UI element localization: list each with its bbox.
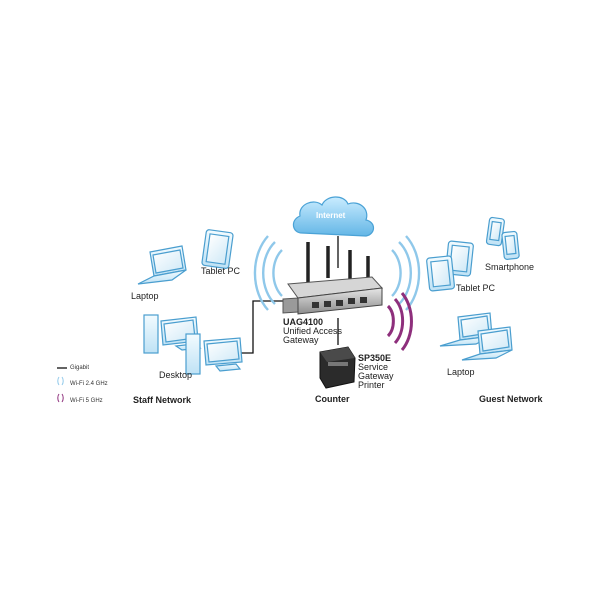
guest-network-label: Guest Network (479, 394, 543, 404)
printer-line1-label: Service (358, 362, 389, 372)
printer-device-icon (319, 346, 356, 389)
guest-smartphone-label: Smartphone (485, 262, 535, 272)
staff-tablet-icon (201, 229, 234, 269)
legend-row-wifi5: Wi-Fi 5 GHz (55, 396, 125, 408)
wifi-5ghz-icon (386, 292, 413, 351)
internet-label: Internet (316, 211, 346, 220)
legend-wifi24-label: Wi-Fi 2.4 GHz (70, 381, 108, 387)
wifi-24ghz-left-icon (253, 235, 283, 311)
legend-row-wifi24: Wi-Fi 2.4 GHz (55, 379, 125, 391)
gateway-line2-label: Gateway (283, 335, 319, 345)
guest-smartphone-icon (485, 216, 520, 260)
link-staff-gateway (240, 300, 283, 354)
staff-network-label: Staff Network (133, 395, 192, 405)
legend-wifi5-icon (57, 393, 64, 403)
guest-laptop-label: Laptop (447, 367, 475, 377)
staff-desktop-icon (143, 314, 243, 375)
legend-wifi24-icon (57, 376, 64, 386)
staff-tablet-label: Tablet PC (201, 266, 241, 276)
gateway-device-icon (282, 242, 384, 315)
guest-tablet-icon (426, 240, 474, 292)
gateway-model-label: UAG4100 (283, 317, 324, 327)
guest-tablet-label: Tablet PC (456, 283, 496, 293)
printer-line3-label: Printer (358, 380, 385, 390)
staff-laptop-icon (137, 245, 187, 285)
counter-label: Counter (315, 394, 350, 404)
staff-laptop-label: Laptop (131, 291, 159, 301)
staff-desktop-label: Desktop (159, 370, 193, 380)
legend: Gigabit Wi-Fi 2.4 GHz Wi-Fi 5 GHz (55, 362, 113, 408)
printer-model-label: SP350E (358, 353, 392, 363)
legend-wifi5-label: Wi-Fi 5 GHz (70, 398, 103, 404)
legend-gigabit-label: Gigabit (70, 365, 90, 371)
legend-row-gigabit: Gigabit (55, 363, 125, 375)
gigabit-links (240, 236, 339, 354)
gateway-line1-label: Unified Access (283, 326, 343, 336)
printer-line2-label: Gateway (358, 371, 394, 381)
guest-laptop-icon (439, 312, 513, 361)
wifi-24ghz-right-icon (391, 235, 421, 311)
internet-cloud-icon (292, 196, 375, 237)
